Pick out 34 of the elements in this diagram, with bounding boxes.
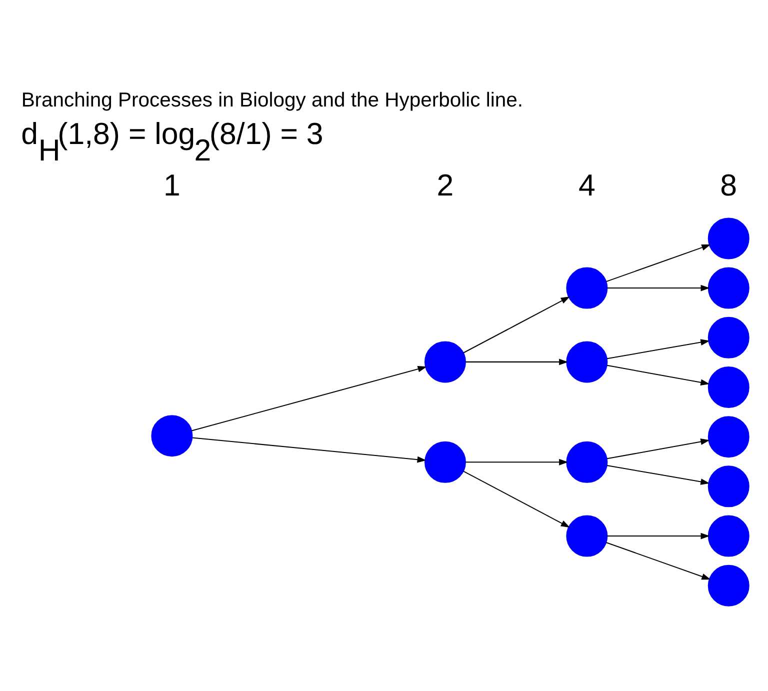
label: 1 <box>163 168 180 202</box>
label: 4 <box>578 168 595 202</box>
node-circle <box>707 266 749 308</box>
node-circle <box>424 440 466 482</box>
node-circle <box>707 416 749 458</box>
node-circle <box>566 514 608 556</box>
arrow <box>192 436 426 462</box>
label: 2 <box>436 168 454 202</box>
arrow <box>606 532 710 539</box>
node-circle <box>566 440 608 482</box>
arrow <box>462 470 570 528</box>
arrow <box>606 438 710 459</box>
node-circle <box>707 564 749 606</box>
arrow <box>606 284 710 291</box>
diagram-title: Branching Processes in Biology and the Hyperbolic line. <box>20 88 522 111</box>
arrow <box>465 458 568 465</box>
arrow <box>462 296 570 353</box>
arrow <box>190 365 426 431</box>
node-circle <box>707 366 749 408</box>
node-circle <box>150 414 192 456</box>
arrow <box>465 358 568 365</box>
node-circle <box>707 217 749 259</box>
node-circle <box>424 340 466 382</box>
arrow <box>606 464 710 484</box>
node-circle <box>707 465 749 507</box>
node-circle <box>566 266 608 308</box>
arrow <box>606 338 710 359</box>
arrow <box>606 364 710 386</box>
node-circle <box>707 316 749 358</box>
node-circle <box>566 340 608 382</box>
node-circle <box>707 514 749 556</box>
arrow <box>606 244 710 282</box>
label: 8 <box>720 168 737 202</box>
arrow <box>606 542 710 580</box>
